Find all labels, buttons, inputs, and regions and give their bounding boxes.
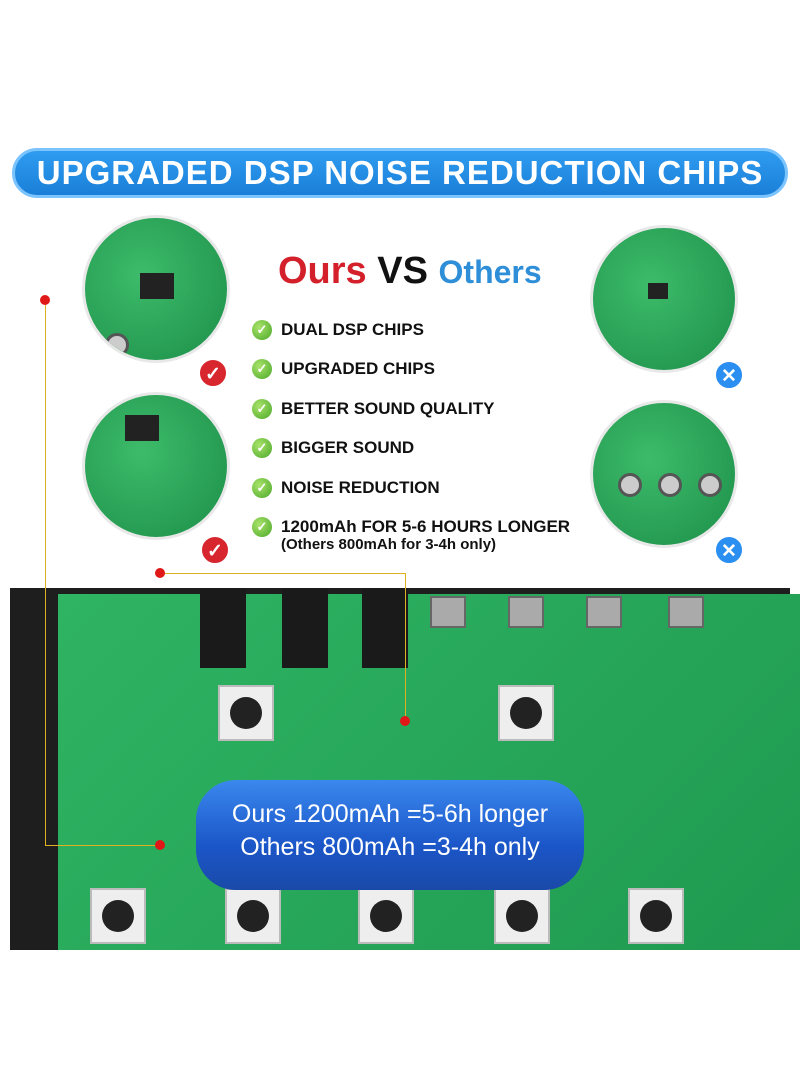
battery-label-others: Others 800mAh =3-4h only: [240, 833, 540, 861]
feature-label: DUAL DSP CHIPS: [281, 319, 424, 339]
usb-port: [430, 596, 466, 628]
callout-line: [45, 300, 46, 845]
x-badge-icon: ✕: [714, 360, 744, 390]
feature-note: (Others 800mAh for 3-4h only): [281, 536, 497, 553]
feature-label: 1200mAh FOR 5-6 HOURS LONGER: [281, 517, 571, 537]
potentiometer-knob: [494, 888, 550, 944]
usb-port: [668, 596, 704, 628]
others-chip-closeup-1: [590, 225, 738, 373]
feature-label: NOISE REDUCTION: [281, 477, 440, 497]
feature-item: ✓ BETTER SOUND QUALITY: [252, 389, 570, 429]
feature-item: ✓ DUAL DSP CHIPS: [252, 310, 570, 350]
title-ours: Ours: [278, 250, 367, 292]
feature-item: ✓ UPGRADED CHIPS: [252, 350, 570, 390]
check-icon: ✓: [252, 359, 272, 380]
callout-line: [405, 573, 406, 721]
headline-banner: UPGRADED DSP NOISE REDUCTION CHIPS: [12, 148, 788, 198]
check-icon: ✓: [252, 517, 272, 538]
potentiometer-knob: [90, 888, 146, 944]
ours-chip-closeup-2: [82, 392, 230, 540]
potentiometer-knob: [628, 888, 684, 944]
callout-dot: [40, 295, 50, 305]
potentiometer-knob: [358, 888, 414, 944]
battery-label-ours: Ours 1200mAh =5-6h longer: [231, 800, 549, 828]
potentiometer-knob: [498, 685, 554, 741]
comparison-title: Ours VS Others: [278, 250, 542, 293]
usb-port: [508, 596, 544, 628]
x-badge-icon: ✕: [714, 535, 744, 565]
check-icon: ✓: [252, 477, 272, 498]
check-badge-icon: ✓: [198, 358, 228, 388]
callout-line: [45, 845, 155, 846]
feature-label: UPGRADED CHIPS: [281, 359, 435, 379]
battery: Ours 1200mAh =5-6h longer Others 800mAh …: [196, 780, 584, 890]
potentiometer-knob: [218, 685, 274, 741]
feature-item: ✓ 1200mAh FOR 5-6 HOURS LONGER: [252, 508, 570, 548]
callout-dot: [155, 840, 165, 850]
check-badge-icon: ✓: [200, 535, 230, 565]
callout-dot: [400, 716, 410, 726]
circuit-board: [58, 594, 800, 950]
others-chip-closeup-2: [590, 400, 738, 548]
check-icon: ✓: [252, 398, 272, 419]
potentiometer-knob: [225, 888, 281, 944]
feature-item: ✓ BIGGER SOUND: [252, 429, 570, 469]
audio-jack: [282, 588, 328, 668]
audio-jack: [200, 588, 246, 668]
feature-label: BIGGER SOUND: [281, 438, 415, 458]
feature-label: BETTER SOUND QUALITY: [281, 398, 495, 418]
title-others: Others: [438, 254, 542, 290]
usb-port: [586, 596, 622, 628]
title-vs: VS: [377, 250, 428, 292]
check-icon: ✓: [252, 438, 272, 459]
feature-list: ✓ DUAL DSP CHIPS ✓ UPGRADED CHIPS ✓ BETTER …: [252, 310, 570, 547]
ours-chip-closeup-1: [82, 215, 230, 363]
check-icon: ✓: [252, 319, 272, 340]
feature-item: ✓ NOISE REDUCTION: [252, 468, 570, 508]
callout-dot: [155, 568, 165, 578]
callout-line: [160, 573, 405, 574]
audio-jack: [362, 588, 408, 668]
